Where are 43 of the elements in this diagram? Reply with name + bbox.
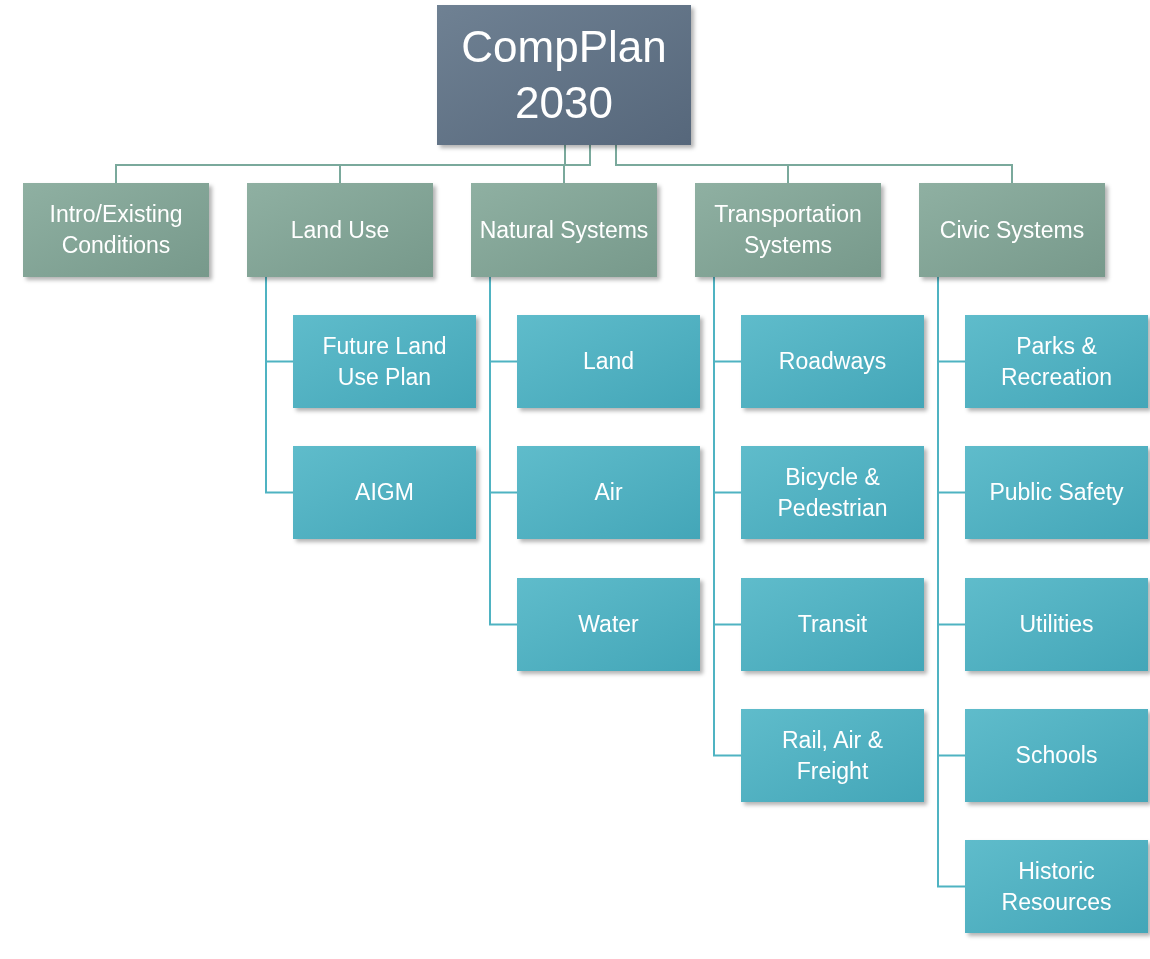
connector-line	[563, 144, 591, 184]
box-label: Air	[594, 478, 623, 507]
box-label: Bicycle & Pedestrian	[776, 462, 889, 523]
topic-box	[741, 709, 924, 802]
box-label: CompPlan 2030	[460, 21, 668, 129]
topic-box	[965, 315, 1148, 408]
topic-box	[741, 578, 924, 671]
topic-box	[741, 315, 924, 408]
box-label: Future Land Use Plan	[321, 331, 448, 392]
topic-box	[517, 446, 700, 539]
box-label: Rail, Air & Freight	[781, 725, 884, 786]
box-label: Natural Systems	[479, 215, 649, 245]
box-label: Land	[582, 347, 635, 376]
box-label: Intro/Existing Conditions	[48, 200, 184, 260]
box-label: Civic Systems	[939, 215, 1085, 245]
topic-box	[517, 578, 700, 671]
connector-line	[489, 276, 518, 626]
box-label: Transportation Systems	[713, 200, 863, 260]
topic-box	[965, 578, 1148, 671]
connector-line	[265, 276, 294, 494]
box-label: Transit	[797, 610, 868, 639]
box-label: Water	[578, 610, 639, 639]
category-box	[919, 183, 1105, 277]
title-box	[437, 5, 691, 145]
topic-box	[965, 709, 1148, 802]
box-label: Public Safety	[989, 478, 1124, 507]
topic-box	[741, 446, 924, 539]
category-box	[695, 183, 881, 277]
box-label: Schools	[1015, 741, 1098, 770]
topic-box	[293, 315, 476, 408]
topic-box	[293, 446, 476, 539]
category-box	[23, 183, 209, 277]
box-label: Roadways	[778, 347, 887, 376]
category-box	[247, 183, 433, 277]
box-label: Utilities	[1019, 610, 1094, 639]
box-label: Land Use	[290, 215, 390, 245]
box-label: AIGM	[355, 478, 414, 507]
category-box	[471, 183, 657, 277]
box-label: Parks & Recreation	[999, 331, 1114, 392]
box-label: Historic Resources	[1000, 856, 1113, 917]
topic-box	[965, 840, 1148, 933]
topic-box	[517, 315, 700, 408]
topic-box	[965, 446, 1148, 539]
